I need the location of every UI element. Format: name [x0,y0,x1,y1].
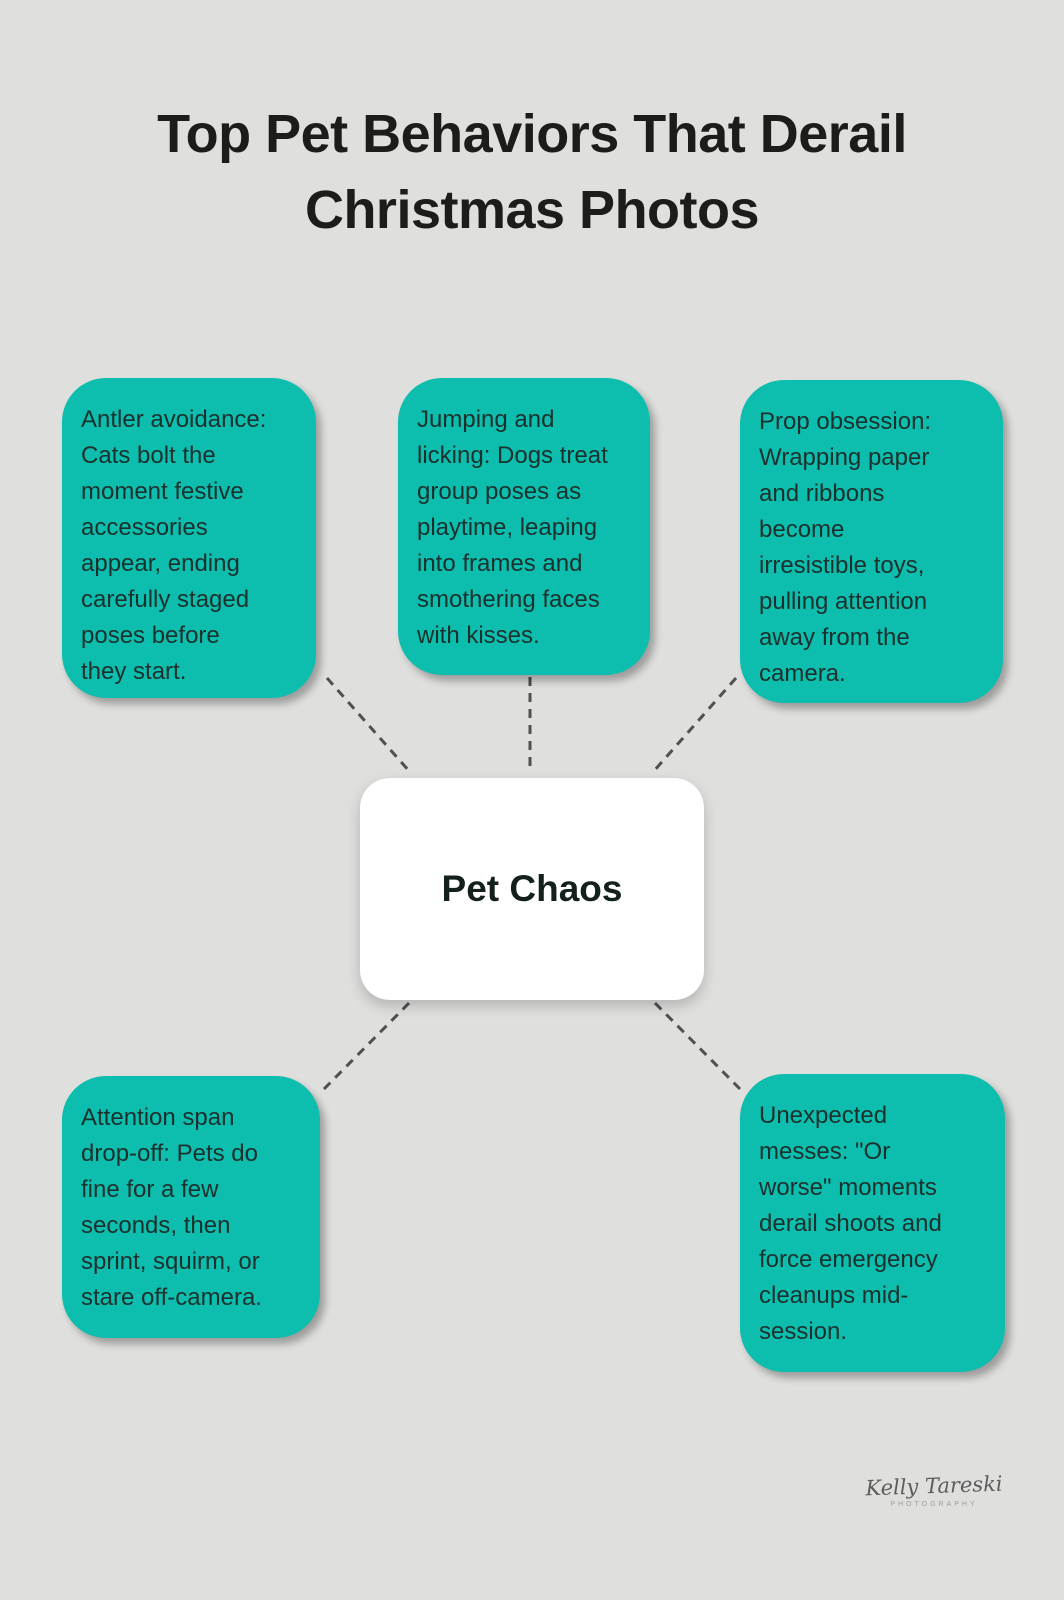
center-node-pet-chaos: Pet Chaos [360,778,704,1000]
node-unexpected-messes-text: Unexpected messes: "Or worse" moments de… [759,1102,942,1345]
connector-node5-center [653,1001,742,1091]
signature-subtext: PHOTOGRAPHY [890,1501,978,1508]
connector-node4-center [322,1001,411,1091]
signature-script-name: Kelly Tareski [865,1471,1003,1501]
node-antler-avoidance: Antler avoidance: Cats bolt the moment f… [62,378,316,698]
node-prop-obsession: Prop obsession: Wrapping paper and ribbo… [740,380,1003,703]
node-jumping-licking: Jumping and licking: Dogs treat group po… [398,378,650,675]
node-jumping-licking-text: Jumping and licking: Dogs treat group po… [417,406,608,649]
connector-node3-center [651,677,738,773]
connector-node1-center [325,677,412,773]
node-prop-obsession-text: Prop obsession: Wrapping paper and ribbo… [759,408,932,687]
node-unexpected-messes: Unexpected messes: "Or worse" moments de… [740,1074,1005,1372]
node-attention-span: Attention span drop-off: Pets do fine fo… [62,1076,320,1338]
page-title: Top Pet Behaviors That Derail Christmas … [157,104,907,240]
node-antler-avoidance-text: Antler avoidance: Cats bolt the moment f… [81,406,267,685]
node-attention-span-text: Attention span drop-off: Pets do fine fo… [81,1104,262,1311]
brand-signature: Kelly Tareski PHOTOGRAPHY [844,1471,1024,1508]
center-node-label: Pet Chaos [441,868,623,909]
